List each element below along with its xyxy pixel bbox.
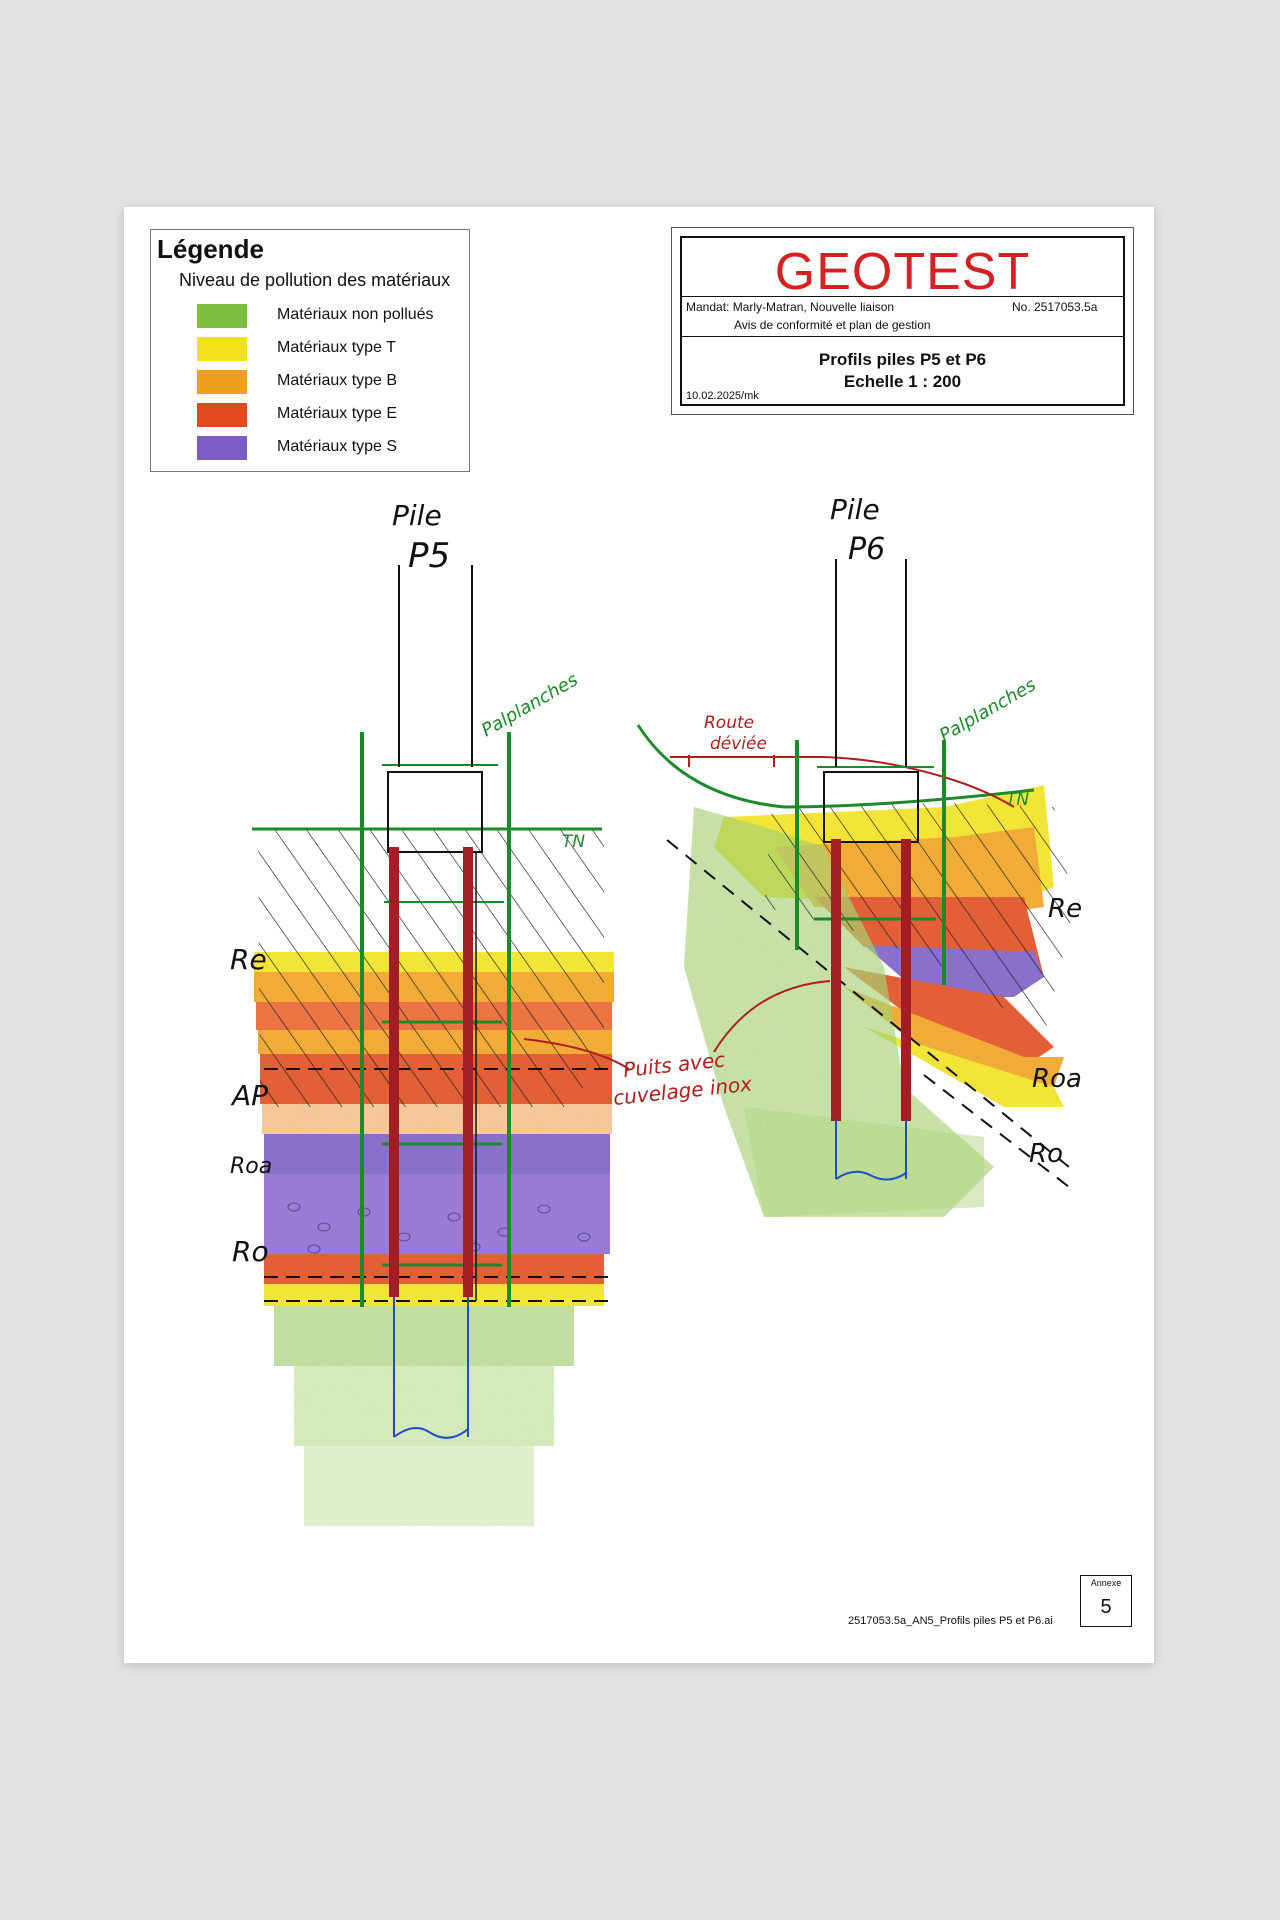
p5-palplanches bbox=[360, 732, 511, 1307]
legend-item: Matériaux type T bbox=[197, 337, 467, 361]
project-number: No. 2517053.5a bbox=[1012, 300, 1098, 314]
drawing-date: 10.02.2025/mk bbox=[686, 390, 759, 402]
title-block: GEOTEST Mandat: Marly-Matran, Nouvelle l… bbox=[671, 227, 1134, 415]
puits-leader-left bbox=[523, 1038, 630, 1070]
legend-item: Matériaux type E bbox=[197, 403, 467, 427]
pile-p5-id: P5 bbox=[408, 536, 450, 576]
legend-subtitle: Niveau de pollution des matériaux bbox=[179, 270, 451, 290]
legend-swatch bbox=[197, 337, 247, 361]
legend-item-label: Matériaux type B bbox=[277, 372, 398, 389]
route-label-1: Route bbox=[704, 713, 754, 733]
ro-label-left: Ro bbox=[232, 1235, 269, 1268]
legend-item: Matériaux non pollués bbox=[197, 304, 467, 328]
re-label-right: Re bbox=[1048, 894, 1082, 924]
legend-title: Légende bbox=[157, 234, 264, 264]
p5-hatch-zone bbox=[258, 829, 604, 1107]
ap-texture bbox=[287, 1202, 591, 1254]
route-label-2: déviée bbox=[710, 734, 767, 754]
pile-p6-id: P6 bbox=[848, 532, 885, 567]
pile-p5-word: Pile bbox=[392, 499, 442, 532]
legend-item-label: Matériaux type T bbox=[277, 339, 396, 356]
legend-swatch bbox=[197, 436, 247, 460]
tn-label-right: TN bbox=[1006, 790, 1029, 810]
ro-label-right: Ro bbox=[1029, 1139, 1063, 1169]
roa-label-right: Roa bbox=[1032, 1064, 1082, 1094]
legend-swatch bbox=[197, 304, 247, 328]
legend-item-label: Matériaux non pollués bbox=[277, 306, 434, 323]
legend-item: Matériaux type B bbox=[197, 370, 467, 394]
pile-p6 bbox=[823, 559, 919, 1181]
roa-label-left: Roa bbox=[230, 1154, 272, 1179]
palplanches-label-right: Palplanches bbox=[936, 674, 1040, 746]
annexe-number: 5 bbox=[1100, 1596, 1112, 1618]
route-deviee-line bbox=[670, 756, 1015, 808]
drawing-scale: Echelle 1 : 200 bbox=[843, 372, 962, 391]
pile-p6-word: Pile bbox=[830, 493, 880, 526]
puits-leader-right bbox=[713, 980, 831, 1053]
ap-label: AP bbox=[230, 1079, 268, 1112]
palplanches-label-left: Palplanches bbox=[478, 669, 582, 741]
brand-logo: GEOTEST bbox=[774, 243, 1031, 301]
legend-item-label: Matériaux type S bbox=[277, 438, 398, 455]
re-label-left: Re bbox=[230, 943, 267, 976]
pile-p5 bbox=[387, 565, 483, 1439]
annexe-label: Annexe bbox=[1090, 1578, 1122, 1588]
file-name: 2517053.5a_AN5_Profils piles P5 et P6.ai bbox=[848, 1615, 1053, 1627]
document-sheet: Légende Niveau de pollution des matériau… bbox=[124, 207, 1154, 1663]
legend-swatch bbox=[197, 403, 247, 427]
drawing-title: Profils piles P5 et P6 bbox=[818, 350, 987, 369]
legend-box: Légende Niveau de pollution des matériau… bbox=[150, 229, 470, 472]
legend-item-label: Matériaux type E bbox=[277, 405, 398, 422]
annexe-box: Annexe 5 bbox=[1080, 1575, 1132, 1627]
tn-label-left: TN bbox=[562, 832, 585, 852]
mandat-text: Mandat: Marly-Matran, Nouvelle liaison bbox=[686, 300, 895, 314]
legend-swatch bbox=[197, 370, 247, 394]
p6-tn-line bbox=[636, 724, 1035, 809]
project-subtitle: Avis de conformité et plan de gestion bbox=[734, 318, 931, 332]
pile-profiles-drawing: Pile P5 Pile P6 Palplanches Palplanches … bbox=[230, 493, 1082, 1526]
legend-item: Matériaux type S bbox=[197, 436, 467, 460]
